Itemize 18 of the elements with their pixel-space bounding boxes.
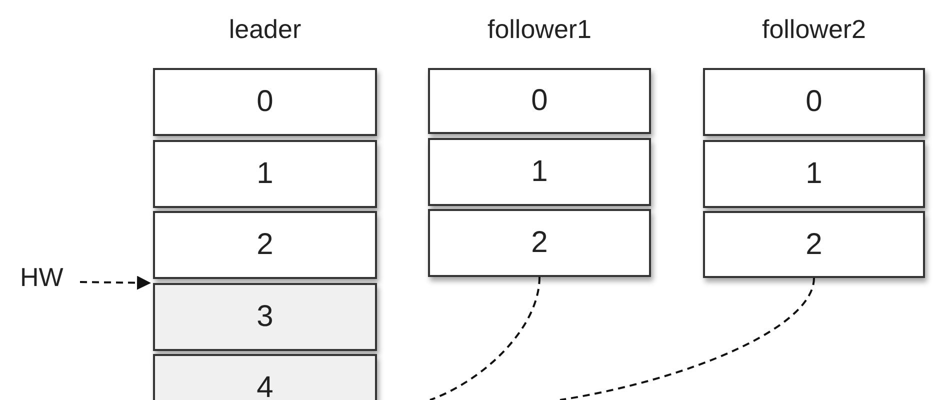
dashed-line xyxy=(430,276,540,400)
dashed-line xyxy=(560,278,815,400)
log-entry: 1 xyxy=(153,140,377,208)
log-entry: 0 xyxy=(703,68,925,136)
log-entry: 0 xyxy=(428,68,651,134)
log-entry: 1 xyxy=(703,140,925,208)
log-entry: 2 xyxy=(153,211,377,279)
column-heading: follower2 xyxy=(760,14,868,45)
column-heading: leader xyxy=(228,14,302,45)
log-entry: 3 xyxy=(153,283,377,351)
marker-label: HW xyxy=(20,262,64,293)
log-entry: 2 xyxy=(703,211,925,278)
column-heading: follower1 xyxy=(486,14,593,45)
log-entry: 1 xyxy=(428,138,651,206)
log-entry: 0 xyxy=(153,68,377,136)
dashed-arrow xyxy=(80,276,152,290)
log-entry: 4 xyxy=(153,354,377,400)
log-entry: 2 xyxy=(428,209,651,277)
